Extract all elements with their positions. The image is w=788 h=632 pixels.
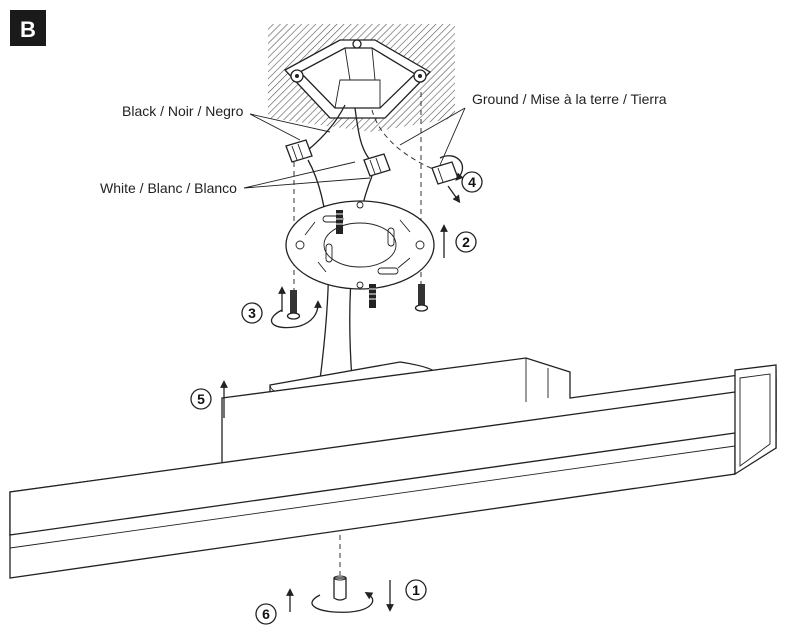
step-number: 2 bbox=[462, 234, 470, 250]
step-marker-2: 2 bbox=[455, 231, 477, 253]
mounting-plate bbox=[285, 200, 435, 290]
wire-nut-black bbox=[285, 139, 313, 163]
ground-label-leader bbox=[399, 107, 466, 166]
step-number: 5 bbox=[197, 391, 205, 407]
badge-letter: B bbox=[20, 17, 36, 42]
wire-nut-ground bbox=[431, 161, 459, 185]
black-wire-label: Black / Noir / Negro bbox=[122, 103, 244, 119]
fixture-body bbox=[9, 357, 777, 579]
section-badge: B bbox=[10, 10, 46, 46]
wire-nut-white bbox=[363, 153, 391, 177]
step-marker-5: 5 bbox=[190, 388, 212, 410]
ground-wire bbox=[371, 109, 441, 173]
junction-box bbox=[283, 39, 432, 119]
rotate-arrow-3 bbox=[270, 300, 322, 329]
step-marker-6: 6 bbox=[255, 603, 277, 625]
screw-left bbox=[286, 290, 301, 320]
black-label-leader bbox=[249, 113, 331, 141]
white-wire-label: White / Blanc / Blanco bbox=[100, 180, 237, 196]
down-arrow-4 bbox=[447, 185, 461, 204]
step-marker-1: 1 bbox=[405, 579, 427, 601]
cap-nut bbox=[333, 575, 347, 601]
step-number: 3 bbox=[248, 305, 256, 321]
step-number: 1 bbox=[412, 582, 420, 598]
white-label-leader bbox=[243, 161, 371, 189]
step-marker-3: 3 bbox=[241, 302, 263, 324]
ground-wire-label: Ground / Mise à la terre / Tierra bbox=[472, 91, 667, 107]
step-number: 6 bbox=[262, 606, 270, 622]
rotate-arrow-6 bbox=[311, 591, 374, 613]
step-marker-4: 4 bbox=[461, 171, 483, 193]
plate-screw-top bbox=[336, 210, 343, 234]
screw-right bbox=[414, 284, 429, 312]
step-number: 4 bbox=[468, 174, 476, 190]
plate-screw-bottom bbox=[369, 284, 376, 308]
